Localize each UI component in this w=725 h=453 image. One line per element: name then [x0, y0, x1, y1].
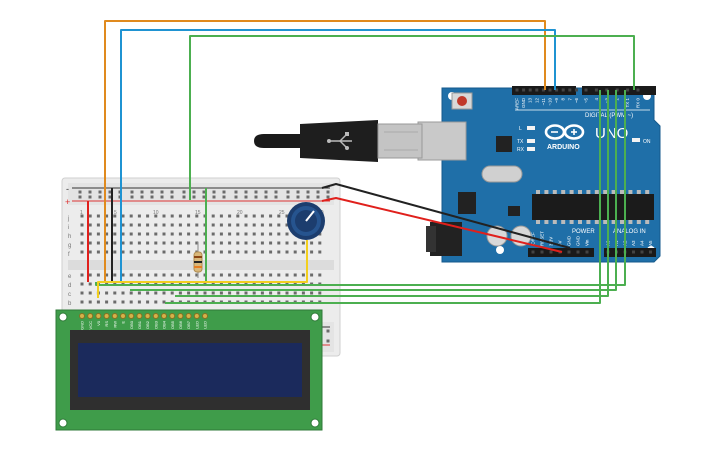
arduino-logo-icon [544, 124, 585, 140]
digital-pin-label: 13 [528, 98, 533, 104]
digital-pin-label: 8 [561, 98, 566, 101]
lcd-pin-label: LED [203, 321, 208, 329]
col-number-5: 5 [114, 210, 117, 216]
digital-pin-label: 4 [594, 98, 599, 101]
reset-button-icon [451, 92, 473, 110]
lcd-pin-label: GND [80, 321, 85, 330]
wire-green-top [189, 35, 635, 200]
analog-pin-label: A5 [648, 240, 653, 246]
analog-pin-label: A4 [640, 240, 645, 246]
digital-pin-label: ~5 [584, 98, 589, 104]
row-letter-b: b [68, 301, 72, 307]
digital-pin-label: ~6 [574, 98, 579, 104]
lcd-pin-label: DB6 [178, 320, 183, 329]
digital-pin-label: GND [521, 97, 526, 108]
lcd-pin-label: DB4 [162, 320, 167, 329]
digital-pin-label: RX 0 [636, 98, 641, 109]
lcd-pin-label: DB3 [153, 320, 158, 329]
lcd-pin-label: V0 [96, 320, 101, 326]
power-pin-label: IOREF [531, 232, 536, 246]
wire-blue [120, 29, 556, 282]
wire-green-4 [165, 90, 601, 304]
usb-plug-icon [254, 120, 423, 162]
lcd-pin-label: VCC [88, 321, 93, 330]
digital-pin-label: ~9 [554, 98, 559, 104]
rail-minus-label: - [66, 184, 69, 194]
power-pin-label: GND [567, 235, 572, 246]
potentiometer-icon [287, 202, 325, 240]
row-letter-f: f [68, 252, 70, 258]
row-letter-g: g [68, 243, 71, 249]
power-pin-label: 3.3V [549, 237, 554, 246]
wire-orange [104, 20, 546, 282]
digital-pwm-label: DIGITAL (PWM ~) [585, 113, 633, 119]
analog-pin-label: A3 [631, 240, 636, 246]
col-number-15: 15 [195, 210, 201, 216]
wire-green-3 [175, 90, 609, 297]
led-tx-label: TX [517, 139, 524, 145]
digital-pin-label: ~3 [604, 98, 609, 104]
power-label: POWER [572, 229, 595, 235]
analog-in-label: ANALOG IN [613, 229, 646, 235]
lcd-screen [78, 343, 302, 397]
lcd-pin-label: E [121, 321, 126, 324]
rail-plus-label: + [65, 197, 70, 207]
power-pin-label: GND [576, 235, 581, 246]
arduino-model: UNO [595, 125, 628, 142]
row-letter-c: c [68, 292, 71, 298]
row-letter-i: i [68, 225, 69, 231]
led-l-label: L [519, 126, 522, 132]
wire-black-gnd [321, 183, 571, 249]
digital-pin-label: 12 [534, 98, 539, 104]
lcd-pin-label: DB0 [129, 320, 134, 329]
digital-pin-label: TX 1 [625, 98, 630, 108]
wire-yellow [97, 240, 308, 298]
wires [87, 20, 635, 304]
wire-green-1 [95, 90, 626, 286]
lcd-pin-label: LED [194, 321, 199, 329]
row-letter-d: d [68, 283, 71, 289]
digital-pin-label: ~11 [541, 98, 546, 106]
lcd-pin-label: DB2 [145, 320, 150, 329]
led-rx-label: RX [517, 147, 525, 153]
power-pin-label: 5V [558, 240, 563, 246]
col-number-10: 10 [153, 210, 159, 216]
wire-green-2 [130, 90, 617, 291]
power-pin-label: RESET [540, 231, 545, 246]
lcd-pin-label: DB7 [186, 320, 191, 329]
digital-pin-label: AREF [515, 98, 520, 110]
col-number-1: 1 [80, 210, 83, 216]
row-letter-h: h [68, 234, 71, 240]
row-letter-e: e [68, 274, 72, 280]
digital-pin-label: ~10 [548, 98, 553, 106]
lcd-pin-label: DB5 [170, 320, 175, 329]
row-letter-j: j [67, 216, 69, 222]
lcd-pin-label: RW [112, 321, 117, 328]
resistor [193, 242, 203, 278]
digital-pin-label: 7 [567, 98, 572, 101]
wire-red-5v [321, 197, 563, 253]
arduino-brand: ARDUINO [547, 144, 580, 151]
power-pin-label: Vin [585, 239, 590, 246]
col-number-20: 20 [237, 210, 243, 216]
col-number-25: 25 [279, 210, 285, 216]
lcd-pin-label: DB1 [137, 320, 142, 329]
on-led-label: ON [643, 139, 651, 145]
lcd-pin-label: RS [104, 321, 109, 327]
digital-pin-label: 2 [615, 98, 620, 101]
